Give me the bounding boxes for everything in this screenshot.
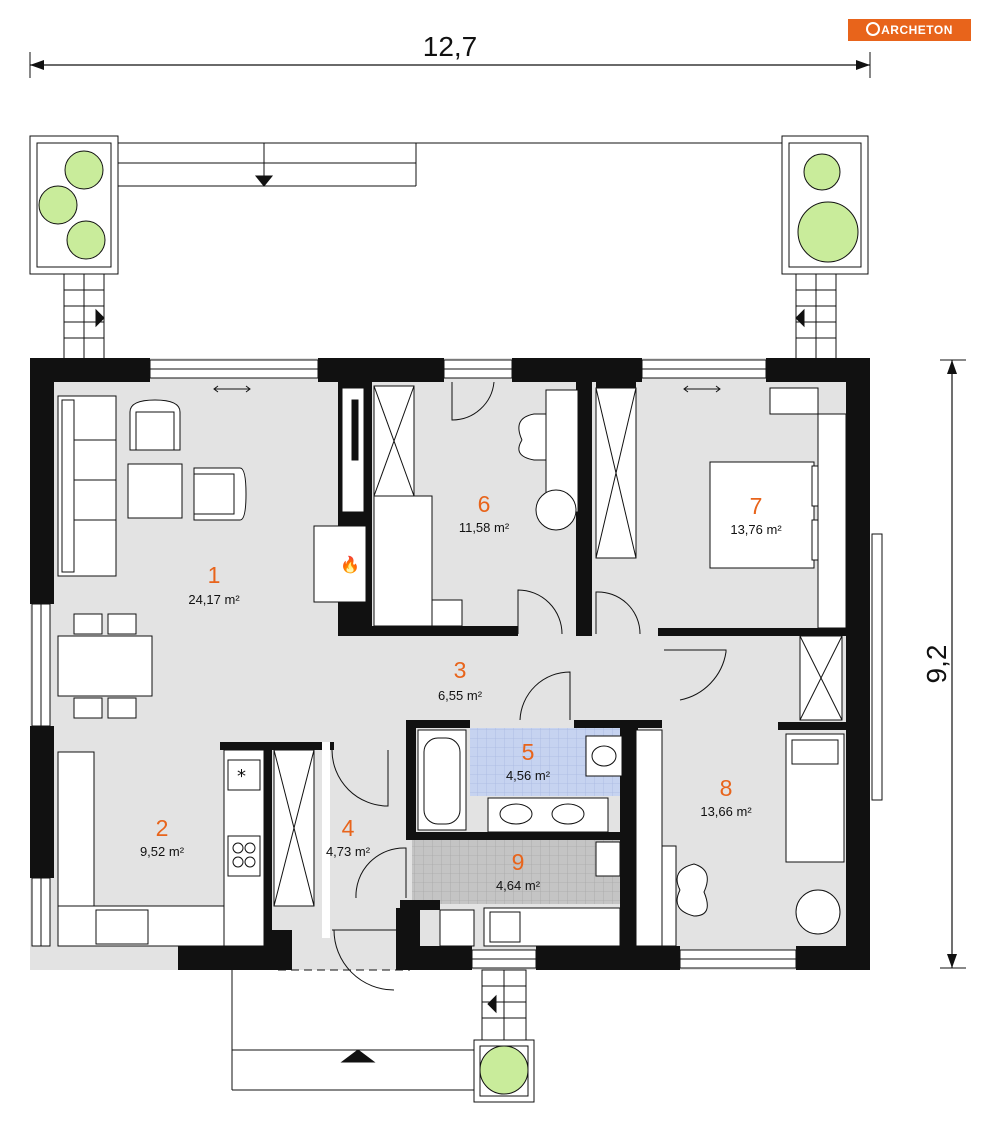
room-6-area: 11,58 m² xyxy=(459,520,510,535)
room-7-area: 13,76 m² xyxy=(730,522,782,537)
archeton-logo: ARCHETON xyxy=(848,19,971,41)
sliding-arrows xyxy=(213,385,721,393)
windows xyxy=(31,359,883,969)
exterior-walls xyxy=(30,358,870,970)
room-4-area: 4,73 m² xyxy=(326,844,371,859)
room-8-area: 13,66 m² xyxy=(700,804,752,819)
furniture xyxy=(57,385,847,947)
room-4-number: 4 xyxy=(342,815,355,841)
room-labels: 1 24,17 m² 2 9,52 m² 3 6,55 m² 4 4,73 m²… xyxy=(140,491,782,893)
logo-text: ARCHETON xyxy=(881,23,953,37)
room-2-number: 2 xyxy=(156,815,169,841)
back-terrace xyxy=(29,135,869,361)
plant-icons xyxy=(38,150,859,1095)
room-1-number: 1 xyxy=(208,562,221,588)
room-1-area: 24,17 m² xyxy=(188,592,240,607)
depth-dimension-label: 9,2 xyxy=(921,645,952,684)
width-dimension: 12,7 xyxy=(29,31,871,78)
floor xyxy=(30,358,870,970)
room-5-number: 5 xyxy=(522,739,535,765)
room-8-number: 8 xyxy=(720,775,733,801)
room-7-number: 7 xyxy=(750,493,763,519)
room-6-number: 6 xyxy=(478,491,491,517)
front-terrace xyxy=(231,969,535,1103)
room-3-number: 3 xyxy=(454,657,467,683)
depth-dimension: 9,2 xyxy=(921,359,966,969)
room-3-area: 6,55 m² xyxy=(438,688,483,703)
logo-mark-icon xyxy=(866,22,881,36)
width-dimension-label: 12,7 xyxy=(423,31,478,62)
room-9-number: 9 xyxy=(512,849,525,875)
doors xyxy=(278,381,727,991)
room-5-area: 4,56 m² xyxy=(506,768,551,783)
room-2-area: 9,52 m² xyxy=(140,844,185,859)
fridge-icon: * xyxy=(237,766,246,787)
room-9-area: 4,64 m² xyxy=(496,878,541,893)
fireplace-icon: 🔥 xyxy=(340,555,360,574)
